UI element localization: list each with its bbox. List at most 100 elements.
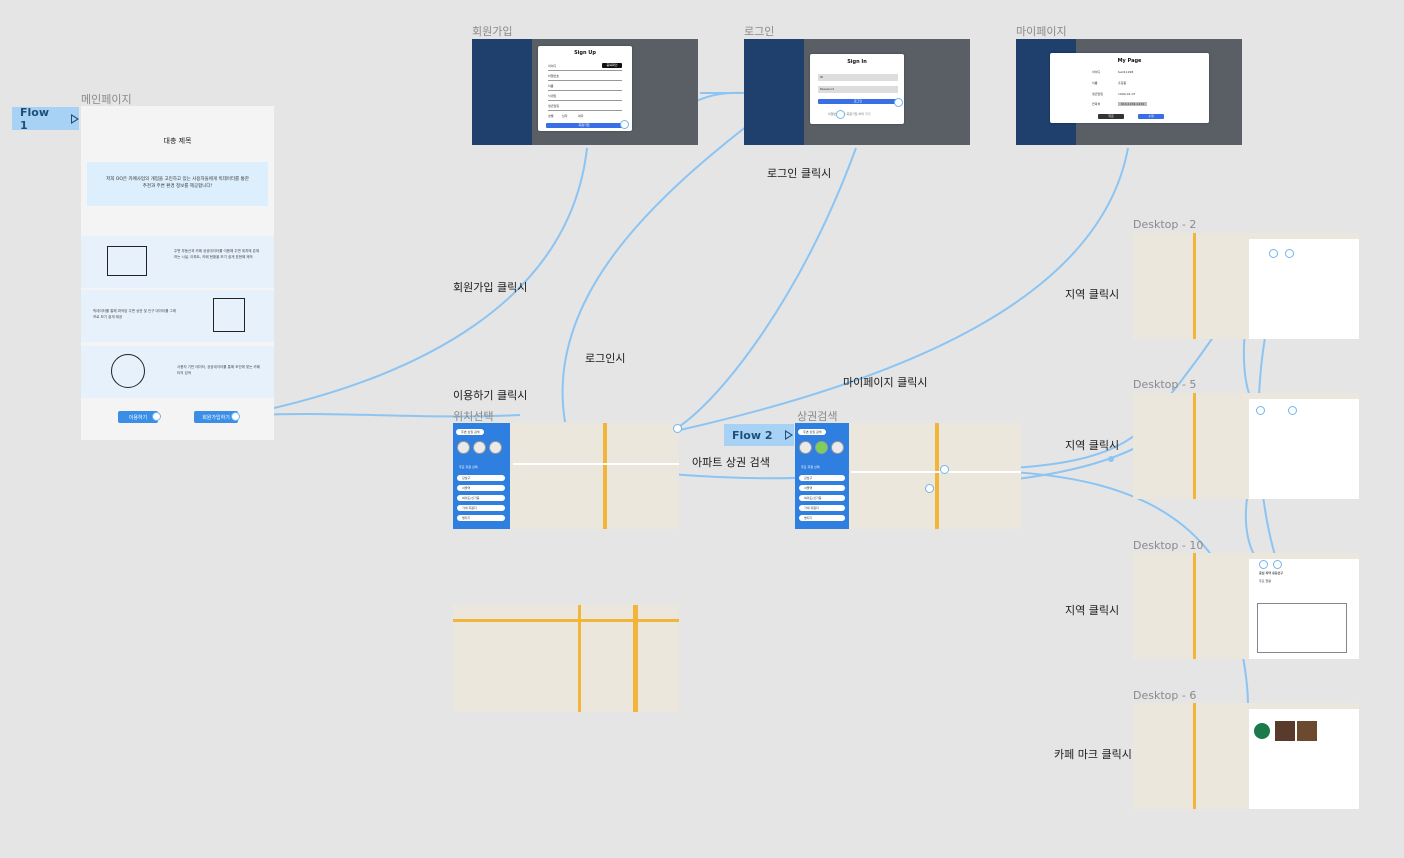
sidebar-item-2[interactable]: 여의도/신기동: [799, 495, 845, 501]
hotspot-login-submit[interactable]: [894, 98, 903, 107]
mypage-frame[interactable]: My Page 아이디 test11298 이름 홍길동 생년월일 1990-0…: [1016, 39, 1242, 145]
analytics-icon: [213, 298, 245, 332]
gender-female[interactable]: 여자: [578, 114, 584, 118]
hotspot-area-map[interactable]: [925, 484, 934, 493]
cafe-icon[interactable]: [799, 441, 812, 454]
label-mypage-click: 마이페이지 클릭시: [843, 376, 928, 389]
hotspot-desktop5-a[interactable]: [1256, 406, 1265, 415]
desktop-6-frame[interactable]: [1133, 703, 1359, 809]
desktop-2-frame[interactable]: [1133, 233, 1359, 339]
hotspot-desktop10-b[interactable]: [1273, 560, 1282, 569]
sidebar-item-4[interactable]: 명지기: [799, 515, 845, 521]
desktop-10-subtitle: 주요 현황: [1259, 579, 1271, 583]
frame-label-area-search[interactable]: 상권검색: [797, 410, 838, 423]
hotspot-desktop2-b[interactable]: [1285, 249, 1294, 258]
feature-row-3: 사용자 기반 데이터, 공공데이터를 통해 조건에 맞는 카페 터의 검색: [81, 346, 274, 398]
frame-label-desktop10[interactable]: Desktop - 10: [1133, 539, 1204, 552]
signup-frame[interactable]: Sign Up 아이디 중복확인 비밀번호 이름 닉네임 생년월일 성별 남자 …: [472, 39, 698, 145]
mypage-title: My Page: [1117, 58, 1142, 64]
main-page-frame[interactable]: 대충 제목 저희 OO은 카페사업의 개업을 고민하고 있는 사용자들에게 빅데…: [81, 106, 274, 440]
mypage-value-id: test11298: [1118, 70, 1134, 74]
id-field[interactable]: [548, 70, 622, 71]
mypage-save-button[interactable]: 수정: [1138, 114, 1164, 119]
frame-label-desktop2[interactable]: Desktop - 2: [1133, 218, 1197, 231]
sidebar-item-1[interactable]: 서울역: [457, 485, 505, 491]
sidebar-top-button[interactable]: 주변 상권 검색: [798, 429, 826, 435]
hotspot-signup-submit[interactable]: [620, 120, 629, 129]
map-preview-frame[interactable]: [453, 605, 679, 712]
cafe-icon[interactable]: [457, 441, 470, 454]
login-id-input[interactable]: ID: [818, 74, 898, 81]
gender-male[interactable]: 남자: [562, 114, 568, 118]
sidebar-item-3[interactable]: 가세 지원다: [457, 505, 505, 511]
name-field[interactable]: [548, 90, 622, 91]
sidebar-item-0[interactable]: 강남구: [457, 475, 505, 481]
location-frame[interactable]: 주변 상권 검색 주요 지점 선택 강남구 서울역 여의도/신기동 가세 지원다…: [453, 423, 679, 529]
sidebar-section-title: 주요 지점 선택: [801, 465, 820, 469]
desktop-5-frame[interactable]: [1133, 393, 1359, 499]
mypage-modal: My Page 아이디 test11298 이름 홍길동 생년월일 1990-0…: [1050, 53, 1209, 123]
map-road: [633, 605, 638, 712]
mypage-value-phone[interactable]: 010-1234-1234: [1118, 102, 1148, 106]
cafe-photo: [1297, 721, 1317, 741]
apartment-icon[interactable]: [473, 441, 486, 454]
hotspot-desktop2-a[interactable]: [1269, 249, 1278, 258]
login-frame[interactable]: Sign In ID Password 로그인 비밀번호 찾기 회원가입 하러 …: [744, 39, 970, 145]
field-label-id: 아이디: [548, 64, 557, 68]
hotspot-login-footer[interactable]: [836, 110, 845, 119]
area-search-frame[interactable]: 주변 상권 검색 주요 지점 선택 강남구 서울역 여의도/신기동 가세 지원다…: [795, 423, 1021, 529]
frame-label-mypage[interactable]: 마이페이지: [1016, 25, 1067, 38]
frame-label-desktop6[interactable]: Desktop - 6: [1133, 689, 1197, 702]
hotspot-use[interactable]: [152, 412, 161, 421]
hotspot-location-login[interactable]: [673, 424, 682, 433]
sidebar-item-3[interactable]: 가세 지원다: [799, 505, 845, 511]
sidebar-item-0[interactable]: 강남구: [799, 475, 845, 481]
mypage-label-birth: 생년월일: [1092, 92, 1104, 96]
password-field[interactable]: [548, 80, 622, 81]
mypage-label-id: 아이디: [1092, 70, 1101, 74]
sidebar-item-4[interactable]: 명지기: [457, 515, 505, 521]
login-footer-links[interactable]: 비밀번호 찾기 회원가입 하러 가기: [828, 112, 871, 116]
connection-signup-to-signupmodal: [236, 147, 588, 417]
hotspot-area-map-2[interactable]: [940, 465, 949, 474]
flow-1-tag[interactable]: Flow 1: [12, 106, 79, 132]
map-road: [453, 619, 679, 622]
login-submit-button[interactable]: 로그인: [818, 99, 898, 104]
signup-submit-button[interactable]: 회원가입: [546, 123, 622, 128]
frame-label-location[interactable]: 위치선택: [453, 410, 494, 423]
sidebar-item-2[interactable]: 여의도/신기동: [457, 495, 505, 501]
frame-label-signup[interactable]: 회원가입: [472, 25, 513, 38]
signup-button[interactable]: 회원가입하기: [194, 411, 238, 423]
dup-check-button[interactable]: 중복확인: [602, 63, 622, 68]
facility-icon[interactable]: [489, 441, 502, 454]
hotspot-desktop5-b[interactable]: [1288, 406, 1297, 415]
intro-text: 저희 OO은 카페사업의 개업을 고민하고 있는 사용자들에게 빅데이터를 통한…: [106, 177, 249, 189]
facility-icon[interactable]: [831, 441, 844, 454]
nickname-field[interactable]: [548, 100, 622, 101]
connection-location-to-login: [561, 115, 761, 423]
field-label-nick: 닉네임: [548, 94, 557, 98]
use-button[interactable]: 이용하기: [118, 411, 158, 423]
sidebar-item-1[interactable]: 서울역: [799, 485, 845, 491]
sidebar-top-button[interactable]: 주변 상권 검색: [456, 429, 484, 435]
field-label-name: 이름: [548, 84, 554, 88]
login-password-input[interactable]: Password: [818, 86, 898, 93]
feature-row-2: 빅데이터를 통해 파악된 주변 상권 및 인구 데이터를 그래프로 보기 쉽게 …: [81, 290, 274, 342]
sidebar: 주변 상권 검색 주요 지점 선택 강남구 서울역 여의도/신기동 가세 지원다…: [453, 423, 510, 529]
mypage-back-button[interactable]: 뒤로: [1098, 114, 1124, 119]
frame-label-login[interactable]: 로그인: [744, 25, 775, 38]
apartment-icon[interactable]: [815, 441, 828, 454]
map-road: [513, 463, 679, 465]
play-icon: [71, 113, 79, 124]
hotspot-signup[interactable]: [231, 412, 240, 421]
connection-area-to-mypage: [679, 147, 1129, 431]
desktop-10-title: 중심 지역 유동인구: [1259, 571, 1284, 575]
desktop-10-frame[interactable]: 중심 지역 유동인구 주요 현황: [1133, 553, 1359, 659]
frame-label-desktop5[interactable]: Desktop - 5: [1133, 378, 1197, 391]
hotspot-desktop10-a[interactable]: [1259, 560, 1268, 569]
birth-field[interactable]: [548, 110, 622, 111]
label-login-state: 로그인시: [585, 352, 626, 365]
main-page-title: 대충 제목: [163, 137, 192, 145]
flow-2-tag[interactable]: Flow 2: [724, 424, 794, 446]
frame-label-main[interactable]: 메인페이지: [81, 93, 132, 106]
